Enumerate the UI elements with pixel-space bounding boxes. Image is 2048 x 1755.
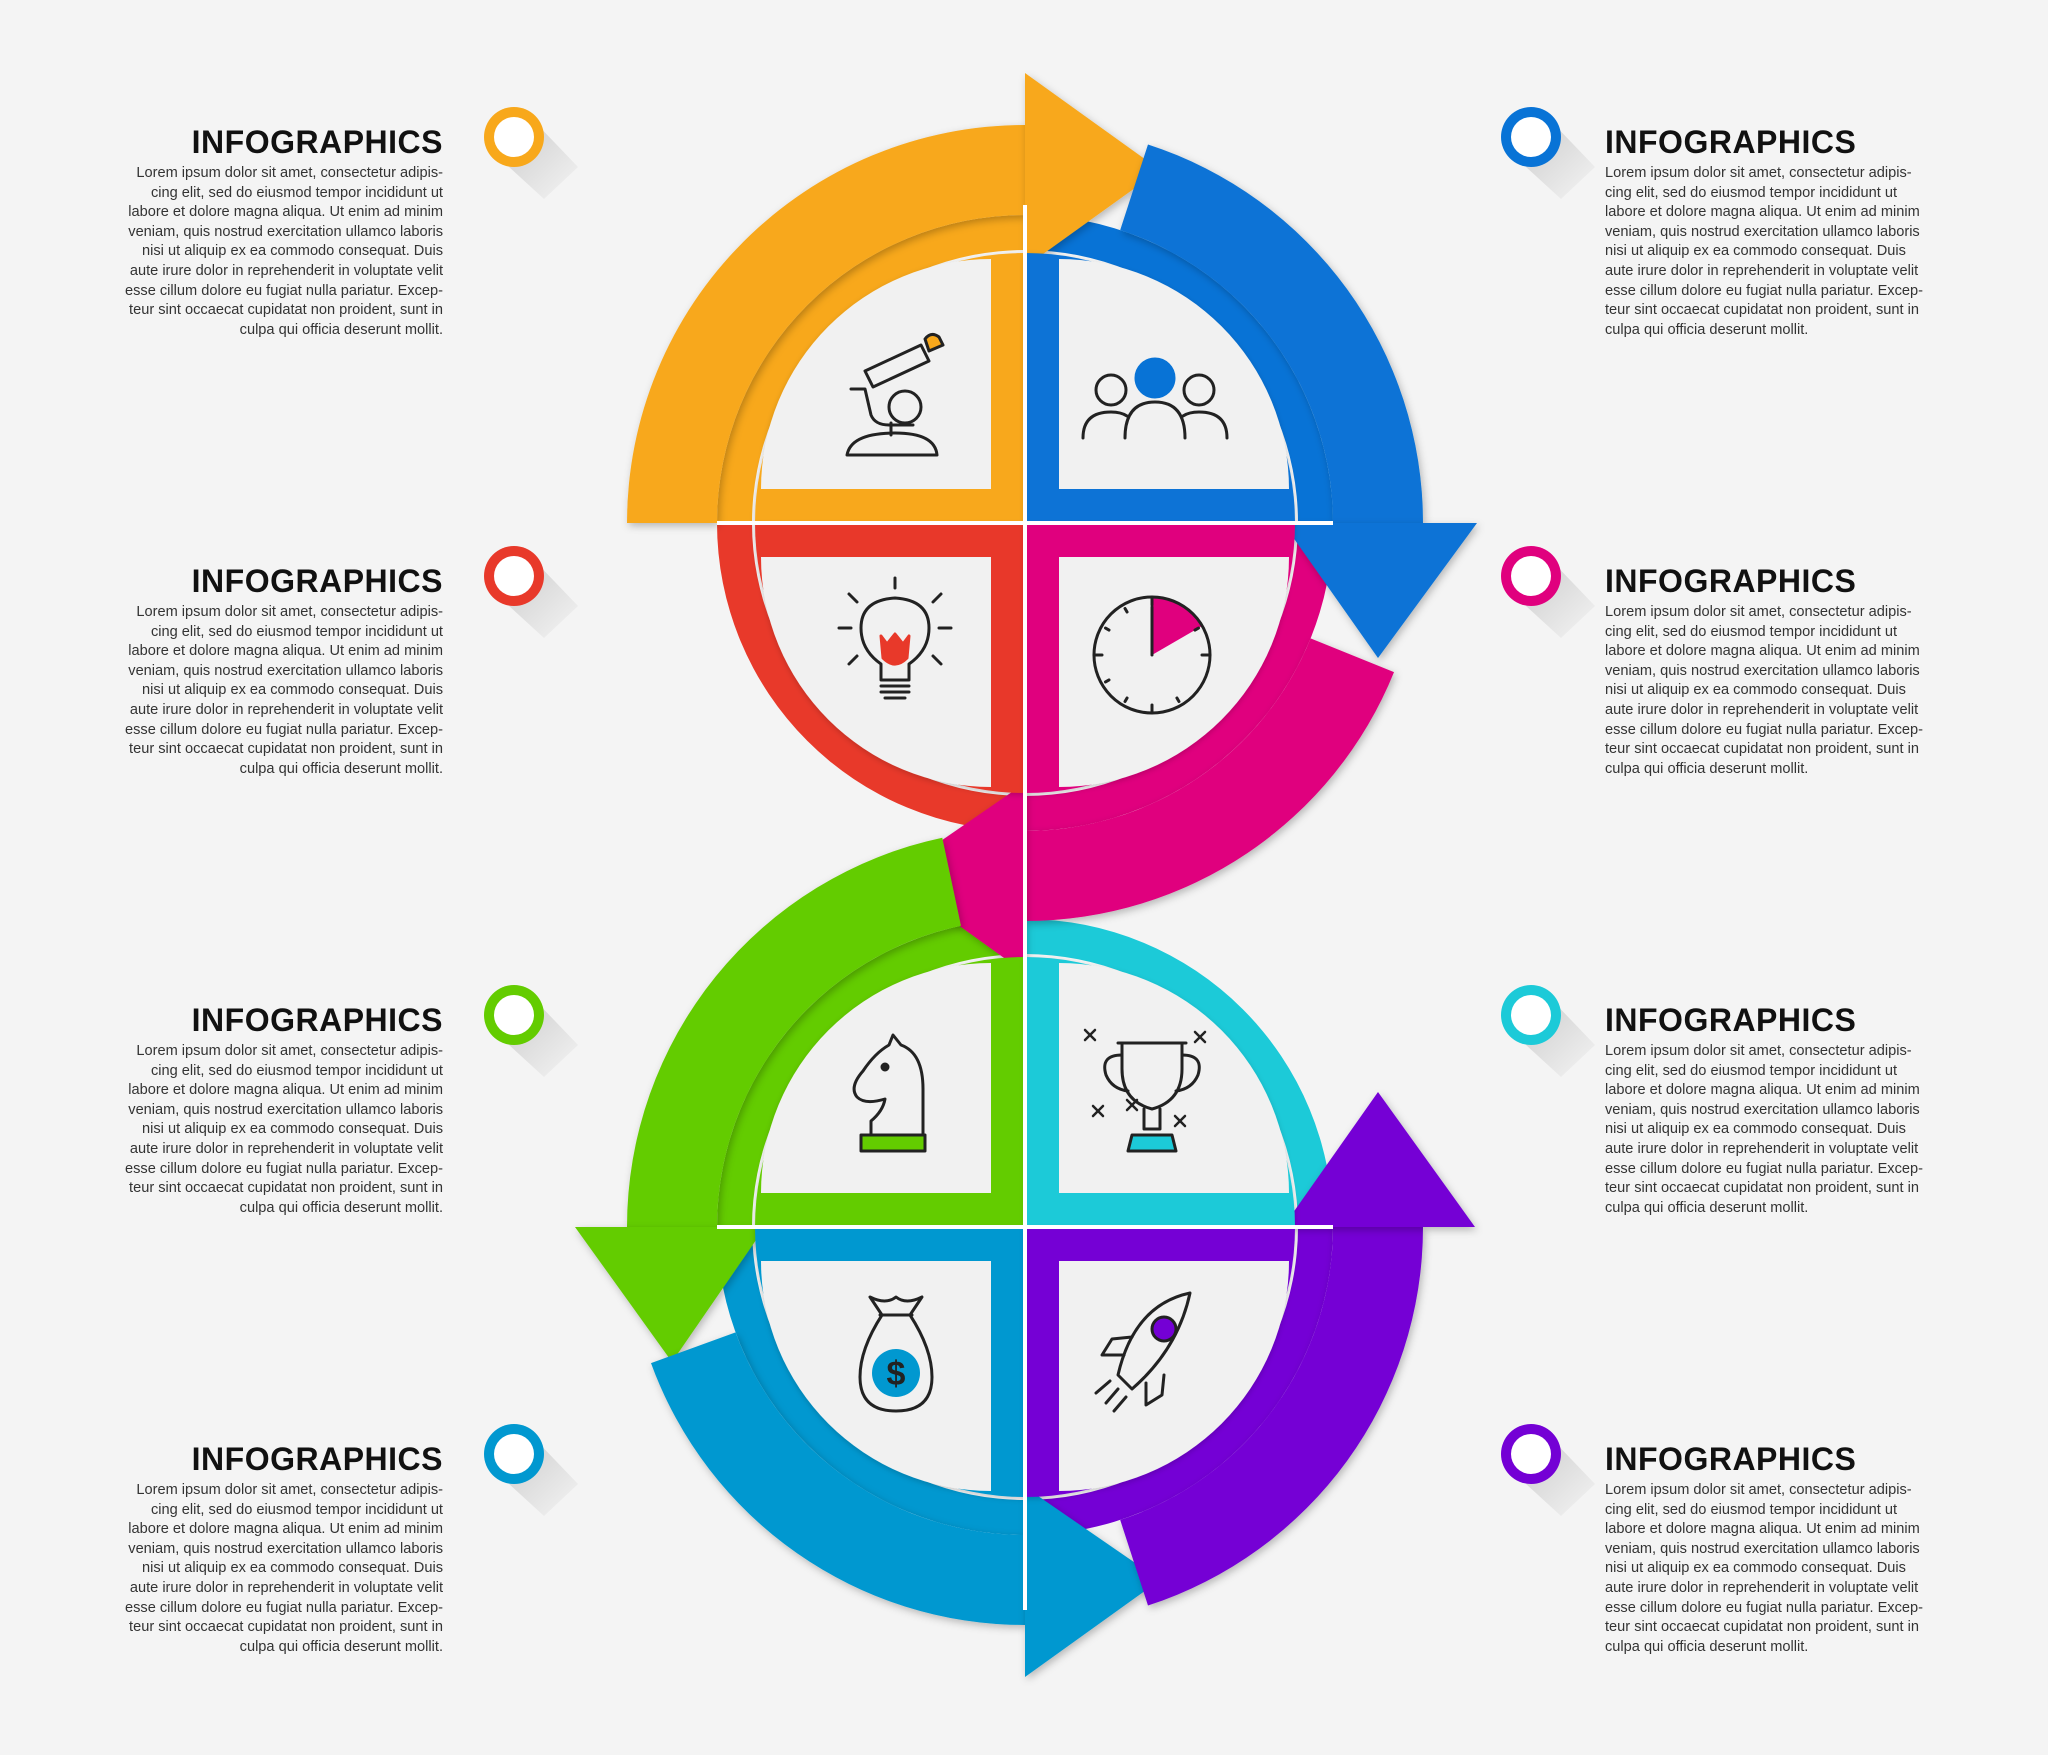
marker-money: [484, 1424, 578, 1516]
panel-time: [1025, 523, 1295, 793]
text-block-strategy: INFOGRAPHICS Lorem ipsum dolor sit amet, …: [103, 1002, 443, 1218]
lightbulb-icon: [837, 576, 953, 700]
arrow-money: [651, 1332, 1025, 1625]
arrowhead-strategy: [575, 1227, 765, 1362]
block-title: INFOGRAPHICS: [1605, 124, 1857, 160]
marker-research: [484, 107, 578, 199]
inner-ring-money: [717, 1227, 1025, 1535]
text-block-team: INFOGRAPHICS Lorem ipsum dolor sit amet, …: [1605, 124, 1945, 340]
panel-research: [755, 253, 1025, 523]
team-icon: [1081, 357, 1229, 440]
microscope-icon: [845, 332, 945, 457]
rocket-icon: [1094, 1291, 1192, 1413]
arrowhead-time: [890, 783, 1025, 973]
clock-icon: [1092, 595, 1212, 715]
text-block-time: INFOGRAPHICS Lorem ipsum dolor sit amet, …: [1605, 563, 1945, 779]
text-block-money: INFOGRAPHICS Lorem ipsum dolor sit amet, …: [103, 1441, 443, 1657]
inner-ring-launch: [1025, 1227, 1333, 1535]
block-text: Lorem ipsum dolor sit amet, consectetur …: [1605, 1043, 1923, 1216]
arrowhead-research: [1025, 73, 1160, 267]
block-text: Lorem ipsum dolor sit amet, consectetur …: [125, 1043, 443, 1216]
marker-strategy: [484, 985, 578, 1077]
panel-success: [1025, 957, 1295, 1227]
trophy-icon: [1083, 1028, 1207, 1153]
block-text: Lorem ipsum dolor sit amet, consectetur …: [1605, 604, 1923, 777]
marker-idea: [484, 546, 578, 638]
arrowhead-launch: [1283, 1092, 1475, 1227]
arrow-time: [1025, 638, 1395, 921]
block-text: Lorem ipsum dolor sit amet, consectetur …: [1605, 165, 1923, 338]
block-title: INFOGRAPHICS: [191, 563, 443, 599]
block-title: INFOGRAPHICS: [191, 124, 443, 160]
text-block-research: INFOGRAPHICS Lorem ipsum dolor sit amet, …: [103, 124, 443, 340]
panel-launch: [1025, 1227, 1295, 1497]
marker-team: [1501, 107, 1595, 199]
money-bag-icon: $: [858, 1295, 934, 1413]
inner-ring-time: [1025, 523, 1333, 831]
block-text: Lorem ipsum dolor sit amet, consectetur …: [125, 604, 443, 777]
inner-ring-research: [717, 215, 1025, 523]
svg-text:$: $: [887, 1355, 906, 1393]
text-block-idea: INFOGRAPHICS Lorem ipsum dolor sit amet, …: [103, 563, 443, 779]
inner-ring-success: [1025, 919, 1333, 1227]
block-title: INFOGRAPHICS: [191, 1441, 443, 1477]
inner-ring-idea: [717, 523, 1025, 831]
text-block-success: INFOGRAPHICS Lorem ipsum dolor sit amet, …: [1605, 1002, 1945, 1218]
arrowhead-money: [1025, 1487, 1160, 1677]
arrow-launch: [1120, 1227, 1423, 1606]
block-title: INFOGRAPHICS: [191, 1002, 443, 1038]
inner-ring-team: [1025, 215, 1333, 523]
block-text: Lorem ipsum dolor sit amet, consectetur …: [1605, 1482, 1923, 1655]
marker-launch: [1501, 1424, 1595, 1516]
arrowhead-team: [1283, 523, 1477, 658]
chess-knight-icon: [852, 1033, 927, 1153]
block-text: Lorem ipsum dolor sit amet, consectetur …: [125, 1482, 443, 1655]
panel-strategy: [755, 957, 1025, 1227]
block-title: INFOGRAPHICS: [1605, 1002, 1857, 1038]
marker-success: [1501, 985, 1595, 1077]
arrow-research: [627, 125, 1025, 523]
block-title: INFOGRAPHICS: [1605, 563, 1857, 599]
block-title: INFOGRAPHICS: [1605, 1441, 1857, 1477]
marker-time: [1501, 546, 1595, 638]
arrow-strategy: [627, 837, 961, 1227]
block-text: Lorem ipsum dolor sit amet, consectetur …: [125, 165, 443, 338]
text-block-launch: INFOGRAPHICS Lorem ipsum dolor sit amet, …: [1605, 1441, 1945, 1657]
arrow-team: [1120, 144, 1423, 524]
